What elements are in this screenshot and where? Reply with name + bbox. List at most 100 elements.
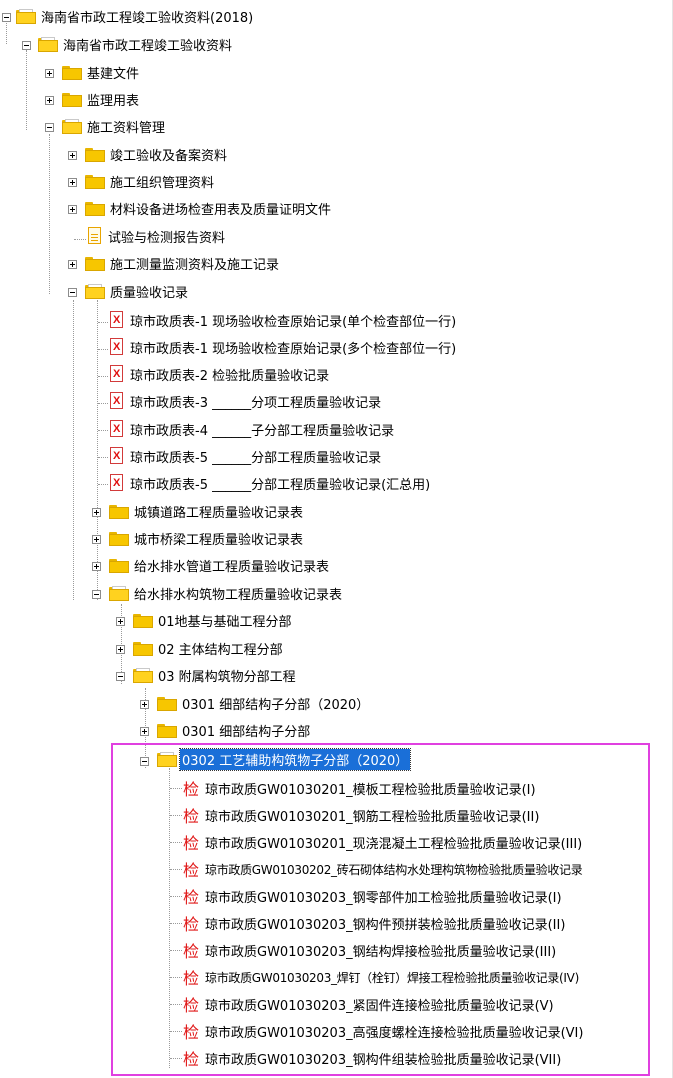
tree-node-shigong[interactable]: 施工资料管理 bbox=[44, 115, 167, 137]
inspection-form-icon: 检 bbox=[182, 996, 199, 1015]
expand-toggle[interactable] bbox=[45, 69, 54, 78]
collapse-toggle[interactable] bbox=[22, 41, 31, 50]
tree-node-label: 海南省市政工程竣工验收资料(2018) bbox=[41, 10, 254, 26]
expand-toggle[interactable] bbox=[92, 535, 101, 544]
folder-icon bbox=[62, 91, 82, 107]
tree-node-form[interactable]: 琼市政质表-3 ______分项工程质量验收记录 bbox=[109, 390, 383, 412]
tree-node-gouzhuwu[interactable]: 给水排水构筑物工程质量验收记录表 bbox=[91, 582, 344, 604]
tree-node-daolu[interactable]: 城镇道路工程质量验收记录表 bbox=[91, 500, 305, 522]
tree-node-jianli[interactable]: 监理用表 bbox=[44, 88, 141, 110]
tree-node-g01[interactable]: 01地基与基础工程分部 bbox=[115, 609, 294, 631]
tree-node-zhiliang[interactable]: 质量验收记录 bbox=[67, 280, 190, 302]
excel-form-icon bbox=[109, 392, 125, 410]
tree-node-label: 琼市政质GW01030203_钢结构焊接检验批质量验收记录(III) bbox=[205, 944, 557, 960]
tree-node-label: 0301 细部结构子分部 bbox=[182, 724, 311, 740]
tree-node-l1[interactable]: 海南省市政工程竣工验收资料 bbox=[20, 33, 234, 55]
collapse-toggle[interactable] bbox=[92, 590, 101, 599]
tree-node-label: 03 附属构筑物分部工程 bbox=[158, 669, 296, 685]
tree-node-form[interactable]: 琼市政质表-1 现场验收检查原始记录(单个检查部位一行) bbox=[109, 309, 458, 331]
tree-node-label: 城市桥梁工程质量验收记录表 bbox=[134, 532, 304, 548]
tree-node-label: 城镇道路工程质量验收记录表 bbox=[134, 505, 304, 521]
tree-node-label: 琼市政质表-5 ______分部工程质量验收记录 bbox=[130, 450, 382, 466]
tree-node-guandao[interactable]: 给水排水管道工程质量验收记录表 bbox=[91, 554, 331, 576]
folder-open-icon bbox=[38, 36, 58, 52]
tree-node-label: 琼市政质表-1 现场验收检查原始记录(单个检查部位一行) bbox=[130, 314, 457, 330]
inspection-form-icon: 检 bbox=[182, 861, 199, 880]
tree-node-record[interactable]: 检 琼市政质GW01030203_紧固件连接检验批质量验收记录(V) bbox=[182, 993, 556, 1015]
collapse-toggle[interactable] bbox=[2, 13, 11, 22]
expand-toggle[interactable] bbox=[92, 508, 101, 517]
excel-form-icon bbox=[109, 420, 125, 438]
expand-toggle[interactable] bbox=[140, 727, 149, 736]
tree-node-record[interactable]: 检 琼市政质GW01030203_钢结构焊接检验批质量验收记录(III) bbox=[182, 939, 558, 961]
tree-node-g0301b[interactable]: 0301 细部结构子分部 bbox=[139, 719, 312, 741]
collapse-toggle[interactable] bbox=[68, 288, 77, 297]
tree-node-form[interactable]: 琼市政质表-1 现场验收检查原始记录(多个检查部位一行) bbox=[109, 336, 458, 358]
collapse-toggle[interactable] bbox=[140, 757, 149, 766]
tree-node-record[interactable]: 检 琼市政质GW01030203_焊钉（栓钉）焊接工程检验批质量验收记录(IV) bbox=[182, 966, 581, 988]
tree-node-celiang[interactable]: 施工测量监测资料及施工记录 bbox=[67, 252, 281, 274]
expand-toggle[interactable] bbox=[116, 617, 125, 626]
expand-toggle[interactable] bbox=[140, 700, 149, 709]
tree-node-label: 监理用表 bbox=[87, 93, 140, 109]
tree-node-label: 琼市政质GW01030203_钢构件预拼装检验批质量验收记录(II) bbox=[205, 917, 566, 933]
tree-node-g0302[interactable]: 0302 工艺辅助构筑物子分部（2020） bbox=[139, 747, 412, 771]
tree-node-record[interactable]: 检 琼市政质GW01030202_砖石砌体结构水处理构筑物检验批质量验收记录 bbox=[182, 858, 584, 880]
tree-node-label: 海南省市政工程竣工验收资料 bbox=[63, 38, 233, 54]
tree-node-record[interactable]: 检 琼市政质GW01030201_模板工程检验批质量验收记录(I) bbox=[182, 777, 538, 799]
expand-toggle[interactable] bbox=[68, 205, 77, 214]
tree-node-label-selected: 0302 工艺辅助构筑物子分部（2020） bbox=[178, 747, 412, 771]
tree-node-form[interactable]: 琼市政质表-5 ______分部工程质量验收记录(汇总用) bbox=[109, 472, 432, 494]
tree-node-record[interactable]: 检 琼市政质GW01030203_高强度螺栓连接检验批质量验收记录(VI) bbox=[182, 1020, 585, 1042]
tree-node-form[interactable]: 琼市政质表-4 ______子分部工程质量验收记录 bbox=[109, 418, 396, 440]
tree-node-label: 琼市政质GW01030203_高强度螺栓连接检验批质量验收记录(VI) bbox=[205, 1025, 584, 1041]
tree-node-qiaoliang[interactable]: 城市桥梁工程质量验收记录表 bbox=[91, 527, 305, 549]
folder-icon bbox=[62, 64, 82, 80]
tree-node-g03[interactable]: 03 附属构筑物分部工程 bbox=[115, 664, 298, 686]
tree-node-label: 琼市政质GW01030202_砖石砌体结构水处理构筑物检验批质量验收记录 bbox=[205, 862, 583, 877]
folder-icon bbox=[157, 722, 177, 738]
expand-toggle[interactable] bbox=[68, 151, 77, 160]
tree-node-label: 琼市政质GW01030203_钢零部件加工检验批质量验收记录(I) bbox=[205, 890, 562, 906]
expand-toggle[interactable] bbox=[92, 562, 101, 571]
tree-node-record[interactable]: 检 琼市政质GW01030201_钢筋工程检验批质量验收记录(II) bbox=[182, 804, 541, 826]
tree-node-jibian[interactable]: 基建文件 bbox=[44, 61, 141, 83]
excel-form-icon bbox=[109, 474, 125, 492]
expand-toggle[interactable] bbox=[68, 260, 77, 269]
tree-node-label: 琼市政质表-1 现场验收检查原始记录(多个检查部位一行) bbox=[130, 341, 457, 357]
folder-icon bbox=[133, 640, 153, 656]
expand-toggle[interactable] bbox=[45, 96, 54, 105]
tree-node-label: 施工组织管理资料 bbox=[110, 175, 215, 191]
tree-node-g02[interactable]: 02 主体结构工程分部 bbox=[115, 637, 285, 659]
tree-node-form[interactable]: 琼市政质表-2 检验批质量验收记录 bbox=[109, 363, 331, 385]
expand-toggle[interactable] bbox=[116, 645, 125, 654]
tree-node-record[interactable]: 检 琼市政质GW01030201_现浇混凝土工程检验批质量验收记录(III) bbox=[182, 831, 584, 853]
inspection-form-icon: 检 bbox=[182, 969, 199, 988]
expand-toggle[interactable] bbox=[68, 178, 77, 187]
tree-node-label: 竣工验收及备案资料 bbox=[110, 148, 228, 164]
tree-node-cailiao[interactable]: 材料设备进场检查用表及质量证明文件 bbox=[67, 197, 333, 219]
tree-node-jungong[interactable]: 竣工验收及备案资料 bbox=[67, 143, 229, 165]
folder-icon bbox=[109, 503, 129, 519]
tree-node-g0301a[interactable]: 0301 细部结构子分部（2020） bbox=[139, 692, 371, 714]
tree-node-record[interactable]: 检 琼市政质GW01030203_钢构件组装检验批质量验收记录(VII) bbox=[182, 1047, 563, 1069]
tree-node-root[interactable]: 海南省市政工程竣工验收资料(2018) bbox=[0, 5, 255, 27]
tree-node-label: 琼市政质表-2 检验批质量验收记录 bbox=[130, 368, 330, 384]
tree-node-label: 琼市政质GW01030203_钢构件组装检验批质量验收记录(VII) bbox=[205, 1052, 562, 1068]
tree-node-form[interactable]: 琼市政质表-5 ______分部工程质量验收记录 bbox=[109, 445, 383, 467]
tree-node-record[interactable]: 检 琼市政质GW01030203_钢零部件加工检验批质量验收记录(I) bbox=[182, 885, 564, 907]
tree-node-record[interactable]: 检 琼市政质GW01030203_钢构件预拼装检验批质量验收记录(II) bbox=[182, 912, 567, 934]
inspection-form-icon: 检 bbox=[182, 780, 199, 799]
tree-node-label: 琼市政质GW01030203_焊钉（栓钉）焊接工程检验批质量验收记录(IV) bbox=[205, 970, 579, 985]
tree-node-label: 给水排水构筑物工程质量验收记录表 bbox=[134, 587, 343, 603]
tree-node-label: 质量验收记录 bbox=[110, 285, 189, 301]
tree-node-label: 02 主体结构工程分部 bbox=[158, 642, 283, 658]
folder-open-icon bbox=[62, 118, 82, 134]
collapse-toggle[interactable] bbox=[45, 123, 54, 132]
tree-node-shiyan[interactable]: 试验与检测报告资料 bbox=[67, 225, 227, 247]
tree-node-zuzhi[interactable]: 施工组织管理资料 bbox=[67, 170, 216, 192]
folder-open-icon bbox=[109, 585, 129, 601]
collapse-toggle[interactable] bbox=[116, 672, 125, 681]
folder-icon bbox=[133, 612, 153, 628]
